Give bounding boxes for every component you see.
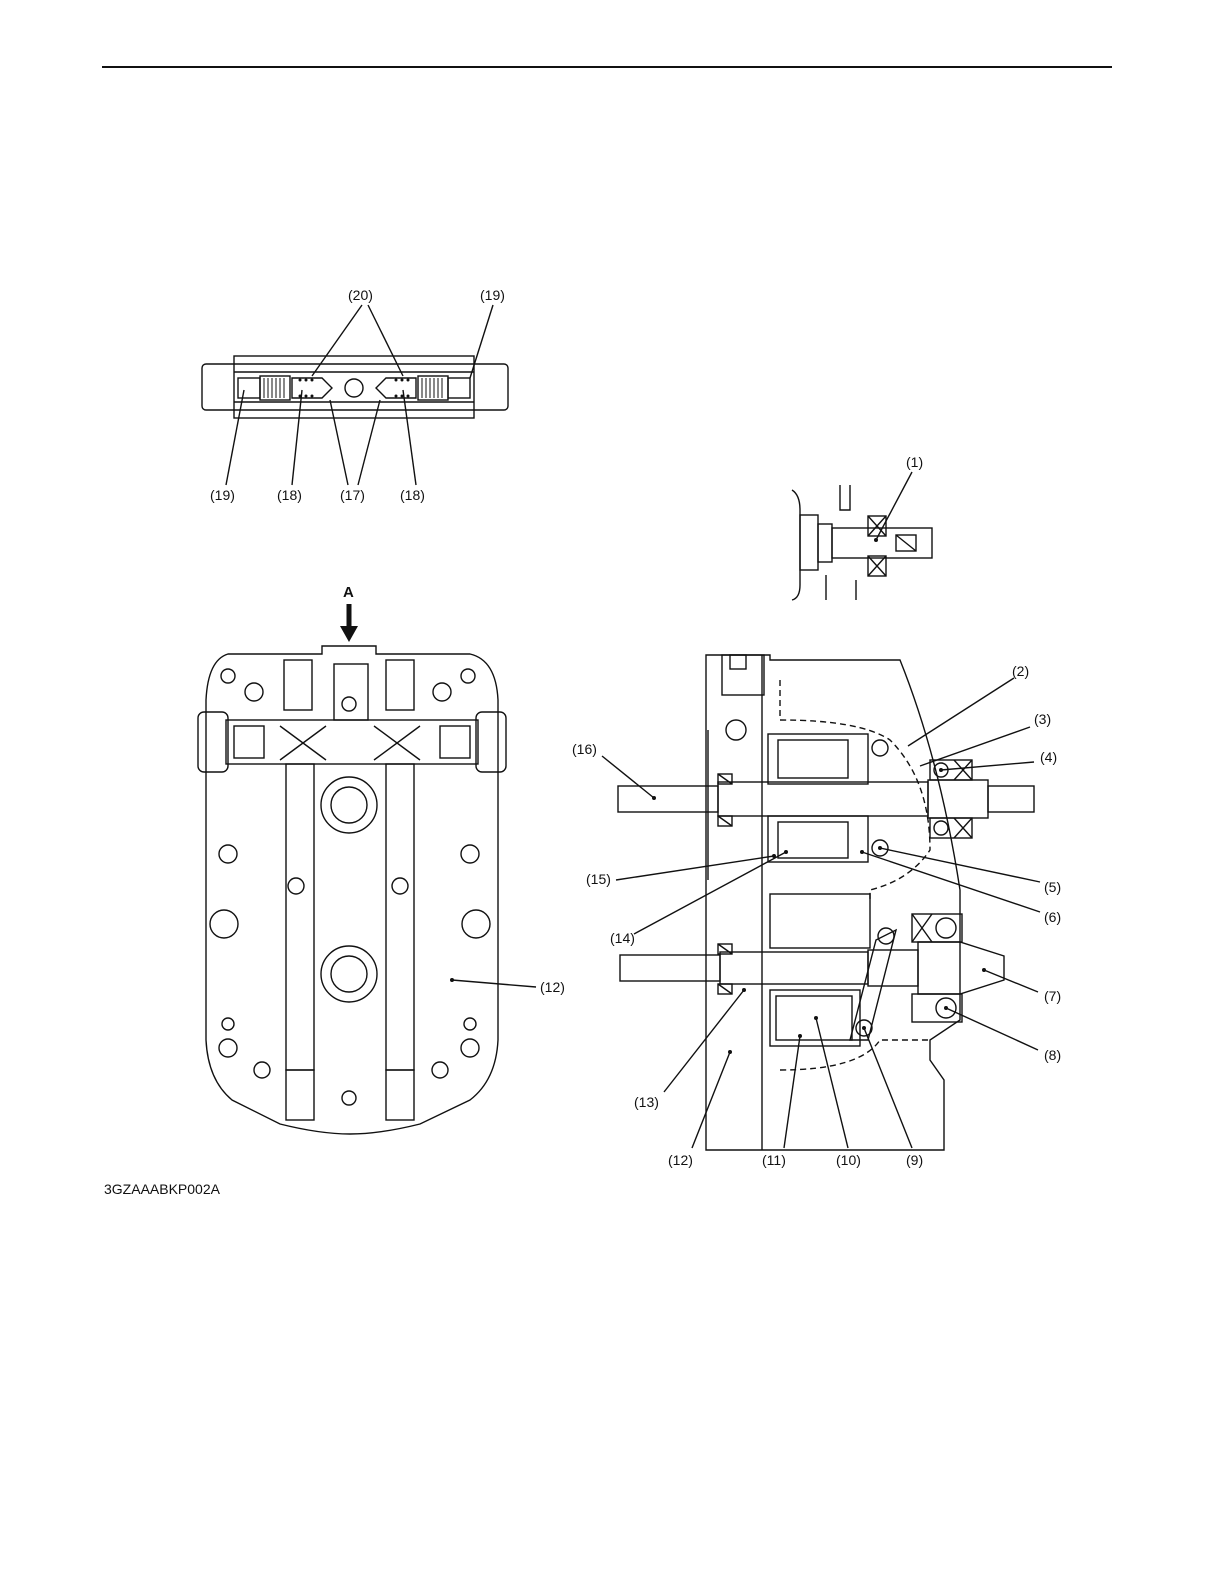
- figure-code: 3GZAAABKP002A: [104, 1181, 220, 1197]
- callout-9: (9): [906, 1152, 923, 1168]
- callout-14: (14): [610, 930, 635, 946]
- callout-labels: (20) (19) (19) (18) (17) (18) (1) A (2) …: [210, 287, 1061, 1168]
- callout-13: (13): [634, 1094, 659, 1110]
- callout-4: (4): [1040, 749, 1057, 765]
- callout-1: (1): [906, 454, 923, 470]
- callout-10: (10): [836, 1152, 861, 1168]
- callout-17: (17): [340, 487, 365, 503]
- valve-section-view: [202, 305, 508, 485]
- callout-20: (20): [348, 287, 373, 303]
- callout-16: (16): [572, 741, 597, 757]
- side-section-view: [602, 538, 1040, 1150]
- detail-view-shaft-seal: [792, 472, 932, 600]
- callout-11: (11): [762, 1152, 786, 1168]
- callout-7: (7): [1044, 988, 1061, 1004]
- view-arrow-label: A: [343, 584, 354, 601]
- front-plate-view: [198, 604, 536, 1134]
- callout-6: (6): [1044, 909, 1061, 925]
- callout-12-section: (12): [668, 1152, 693, 1168]
- callout-18-right: (18): [400, 487, 425, 503]
- callout-18-left: (18): [277, 487, 302, 503]
- callout-19-bottom: (19): [210, 487, 235, 503]
- callout-8: (8): [1044, 1047, 1061, 1063]
- callout-5: (5): [1044, 879, 1061, 895]
- callout-19-top: (19): [480, 287, 505, 303]
- callout-12-plate: (12): [540, 979, 565, 995]
- callout-3: (3): [1034, 711, 1051, 727]
- callout-15: (15): [586, 871, 611, 887]
- callout-2: (2): [1012, 663, 1029, 679]
